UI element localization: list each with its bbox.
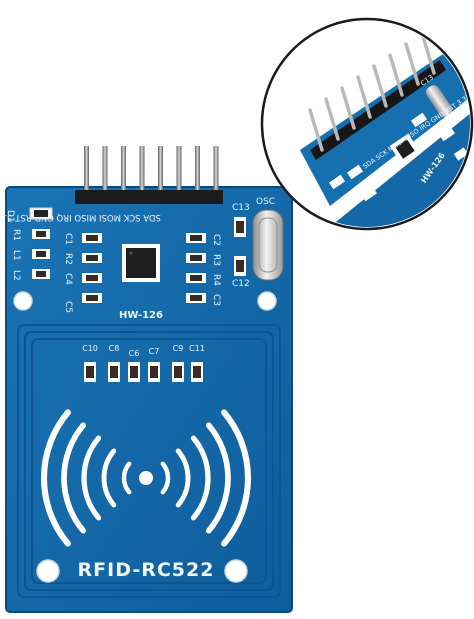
rf-wave-arc <box>121 461 132 495</box>
antenna-capacitor-body <box>150 366 158 378</box>
antenna-capacitor-body <box>86 366 94 378</box>
right-labels: C2 R3 R4 C3 C13 C12 OSC <box>211 197 275 306</box>
zoom-inset: SDA SCK MOSI MISO IRQ GND RST 3.3V HW-12… <box>260 17 474 231</box>
crystal-oscillator <box>252 209 284 281</box>
rf-wave-arc <box>160 461 171 495</box>
antenna-traces <box>17 324 281 598</box>
rf-wave-arc <box>205 422 231 534</box>
label-l1: L1 <box>11 250 21 261</box>
label-c3: C3 <box>211 294 221 306</box>
label-l2: L2 <box>11 270 21 281</box>
rf-wave-arc <box>61 422 87 534</box>
header-pins <box>75 146 223 204</box>
inset-header-pin <box>340 86 356 130</box>
label-c2: C2 <box>211 234 221 246</box>
header-pin <box>195 146 200 194</box>
header-pin <box>213 146 219 194</box>
antenna-capacitor-label: C10 <box>82 344 98 353</box>
label-r2: R2 <box>63 253 73 265</box>
rf-waves-icon <box>41 409 251 547</box>
rc522-chip <box>122 244 160 282</box>
antenna-capacitor-body <box>193 366 201 378</box>
rf-wave-arc <box>175 448 191 508</box>
inset-header-pin <box>372 64 388 108</box>
antenna-capacitor-label: C9 <box>173 344 184 353</box>
right-components <box>186 217 246 303</box>
header-pin <box>102 146 108 194</box>
header-pin <box>139 146 145 194</box>
antenna-capacitor-label: C6 <box>129 349 140 358</box>
label-c13: C13 <box>232 203 250 213</box>
label-r3: R3 <box>211 254 221 266</box>
left-labels: D1 R1 L1 L2 C1 R2 C4 C5 <box>5 210 73 313</box>
product-title: RFID-RC522 <box>78 559 215 581</box>
inset-header-pin <box>420 31 436 75</box>
label-c12: C12 <box>232 279 250 289</box>
header-pin <box>176 146 182 194</box>
antenna-capacitor-body <box>110 366 118 378</box>
antenna-capacitor-label: C8 <box>109 344 120 353</box>
header-pin-labels: SDA SCK MOSI MISO IRQ GND RST 3.3V <box>0 212 161 222</box>
inset-header-pin <box>404 42 420 86</box>
chip-label: HW-126 <box>119 310 163 321</box>
label-osc: OSC <box>256 197 275 207</box>
label-r1: R1 <box>11 229 21 241</box>
rf-wave-arc <box>41 409 71 547</box>
antenna-capacitor-label: C7 <box>149 347 160 356</box>
left-components <box>29 207 102 303</box>
inset-header-pin <box>308 108 324 152</box>
header-pin <box>84 146 89 194</box>
rf-wave-arc <box>81 435 102 521</box>
rf-wave-arc <box>221 409 251 547</box>
antenna-capacitor-label: C11 <box>189 344 205 353</box>
antenna-capacitor-body <box>130 366 138 378</box>
mounting-holes <box>13 291 277 583</box>
rf-wave-arc <box>101 448 117 508</box>
inset-header-pin <box>324 97 340 141</box>
header-pin <box>121 146 126 194</box>
rf-wave-arc <box>190 435 211 521</box>
label-c4: C4 <box>63 273 73 285</box>
label-c5: C5 <box>63 301 73 313</box>
label-r4: R4 <box>211 274 221 286</box>
antenna-capacitor-body <box>174 366 182 378</box>
header-pin <box>158 146 163 194</box>
label-d1: D1 <box>5 210 15 223</box>
inset-header-pin <box>356 75 372 119</box>
inset-header-pin <box>388 53 404 97</box>
label-c1: C1 <box>63 233 73 245</box>
